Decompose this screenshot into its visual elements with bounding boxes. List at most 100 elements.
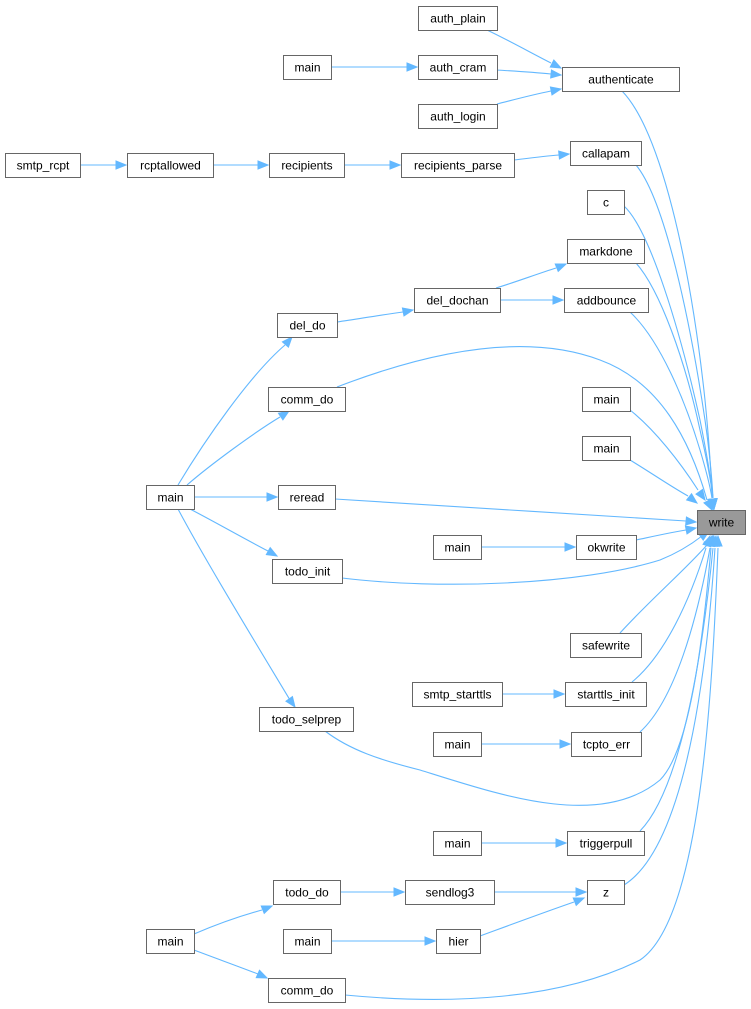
arrowhead <box>406 62 419 72</box>
arrowhead <box>260 905 274 915</box>
node-authenticate[interactable]: authenticate <box>562 67 680 92</box>
node-safewrite[interactable]: safewrite <box>570 633 642 658</box>
node-box <box>146 929 195 954</box>
edge-recipients-to-recipients_parse <box>344 160 402 170</box>
edge-comm_do_2-to-write <box>344 534 723 1000</box>
node-box <box>562 67 680 92</box>
edge-main_auth-to-auth_cram <box>331 62 419 72</box>
node-label: main <box>157 491 183 505</box>
node-reread[interactable]: reread <box>278 485 336 510</box>
node-label: main <box>444 541 470 555</box>
edge-okwrite-to-write <box>635 525 698 541</box>
node-okwrite[interactable]: okwrite <box>576 535 637 560</box>
edge-main_ok-to-okwrite <box>481 542 577 552</box>
node-recipients[interactable]: recipients <box>269 153 345 178</box>
arrowhead <box>554 263 568 273</box>
edge-todo_selprep-to-write <box>324 534 716 806</box>
edge-main_hub-to-comm_do_1 <box>186 410 291 486</box>
node-main-trig[interactable]: main <box>433 831 482 856</box>
node-box <box>587 190 625 215</box>
node-sendlog3[interactable]: sendlog3 <box>405 880 495 905</box>
edge-line <box>479 901 575 937</box>
node-z[interactable]: z <box>587 880 625 905</box>
node-addbounce[interactable]: addbounce <box>564 288 649 313</box>
edge-line <box>496 69 552 75</box>
arrowhead <box>550 69 563 79</box>
node-triggerpull[interactable]: triggerpull <box>567 831 645 856</box>
node-auth-cram[interactable]: auth_cram <box>418 55 498 80</box>
node-box <box>582 436 631 461</box>
node-smtp-starttls[interactable]: smtp_starttls <box>412 682 503 707</box>
node-main-auth[interactable]: main <box>283 55 332 80</box>
node-box <box>146 485 195 510</box>
node-todo-do[interactable]: todo_do <box>273 880 341 905</box>
node-box <box>412 682 503 707</box>
edge-line <box>341 535 703 585</box>
node-box <box>414 288 501 313</box>
node-box <box>268 978 346 1003</box>
arrowhead <box>549 86 563 96</box>
edge-del_dochan-to-addbounce <box>500 295 565 305</box>
node-main-hub[interactable]: main <box>146 485 195 510</box>
node-main-ok[interactable]: main <box>433 535 482 560</box>
node-box <box>587 880 625 905</box>
arrowhead <box>285 695 296 709</box>
node-box <box>268 387 346 412</box>
node-box <box>277 313 338 338</box>
edge-tcpto_err-to-write <box>639 534 715 733</box>
node-label: c <box>603 196 609 210</box>
node-main-hier[interactable]: main <box>283 929 332 954</box>
node-auth-plain[interactable]: auth_plain <box>418 6 498 31</box>
edge-smtp_rcpt-to-rcptallowed <box>80 160 128 170</box>
node-write[interactable]: write <box>697 510 746 535</box>
edge-line <box>639 547 714 832</box>
edge-auth_plain-to-authenticate <box>486 29 563 69</box>
arrowhead <box>685 492 699 504</box>
node-main-b[interactable]: main <box>582 436 631 461</box>
node-label: main <box>593 442 619 456</box>
edge-line <box>177 508 291 701</box>
node-main-bottom[interactable]: main <box>146 929 195 954</box>
node-todo-init[interactable]: todo_init <box>272 559 343 584</box>
edge-line <box>189 508 269 552</box>
node-main-a[interactable]: main <box>582 387 631 412</box>
node-smtp-rcpt[interactable]: smtp_rcpt <box>5 153 81 178</box>
node-starttls-init[interactable]: starttls_init <box>565 682 647 707</box>
edge-line <box>344 547 719 1000</box>
node-callapam[interactable]: callapam <box>570 141 642 166</box>
edge-line <box>513 154 560 161</box>
graph-nodes: write authenticate auth_plain auth_cramauth… <box>5 6 746 1003</box>
node-label: recipients <box>281 159 332 173</box>
node-label: smtp_rcpt <box>17 159 70 173</box>
node-label: main <box>157 935 183 949</box>
arrowhead <box>265 546 279 557</box>
node-main-tcpto[interactable]: main <box>433 732 482 757</box>
node-todo-selprep[interactable]: todo_selprep <box>259 707 354 732</box>
node-box <box>567 239 645 264</box>
node-auth-login[interactable]: auth_login <box>418 104 498 129</box>
node-label: main <box>294 935 320 949</box>
node-markdone[interactable]: markdone <box>567 239 645 264</box>
node-box <box>567 831 645 856</box>
node-comm-do-1[interactable]: comm_do <box>268 387 346 412</box>
edge-auth_login-to-authenticate <box>496 86 563 105</box>
node-tcpto-err[interactable]: tcpto_err <box>571 732 642 757</box>
node-label: tcpto_err <box>583 738 630 752</box>
edge-main_hub-to-todo_init <box>189 508 279 557</box>
edge-line <box>639 547 711 733</box>
node-recipients-parse[interactable]: recipients_parse <box>401 153 515 178</box>
node-del-dochan[interactable]: del_dochan <box>414 288 501 313</box>
arrowhead <box>257 160 270 170</box>
arrowhead <box>695 488 706 502</box>
node-c[interactable]: c <box>587 190 625 215</box>
node-hier[interactable]: hier <box>436 929 481 954</box>
node-rcptallowed[interactable]: rcptallowed <box>127 153 214 178</box>
node-label: sendlog3 <box>426 886 475 900</box>
edge-line <box>193 909 263 935</box>
node-del-do[interactable]: del_do <box>277 313 338 338</box>
node-box <box>582 387 631 412</box>
node-label: starttls_init <box>577 688 635 702</box>
arrowhead <box>575 887 588 897</box>
node-comm-do-2[interactable]: comm_do <box>268 978 346 1003</box>
node-box <box>5 153 81 178</box>
